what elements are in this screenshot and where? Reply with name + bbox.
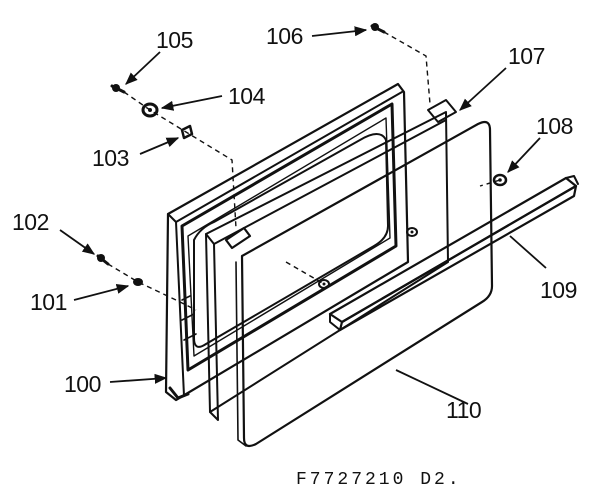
label-107: 107 [508,43,545,69]
door-inner-panel [205,99,457,421]
label-104: 104 [228,83,266,109]
leader-arrows [59,26,547,405]
part-labels: 105 104 103 106 107 108 109 102 101 100 … [12,23,577,423]
label-109: 109 [540,277,577,303]
label-102: 102 [12,209,49,235]
door-handle-part-109 [328,175,579,332]
label-101: 101 [30,289,67,315]
label-105: 105 [156,27,193,53]
label-103: 103 [92,145,129,171]
label-110: 110 [446,397,481,423]
label-106: 106 [266,23,303,49]
label-108: 108 [536,113,573,139]
screw-part-106 [370,23,386,34]
spacer-part-103 [180,124,194,140]
screw-part-105 [110,84,126,94]
panel-screw-holes [318,227,418,289]
label-100: 100 [64,371,101,397]
door-frame-part-100 [164,82,410,402]
diagram-caption: F7727210 D2. [296,470,462,490]
alignment-lines [107,31,501,311]
outer-door-panel-part-110 [235,120,494,448]
screw-part-102 [96,254,110,266]
